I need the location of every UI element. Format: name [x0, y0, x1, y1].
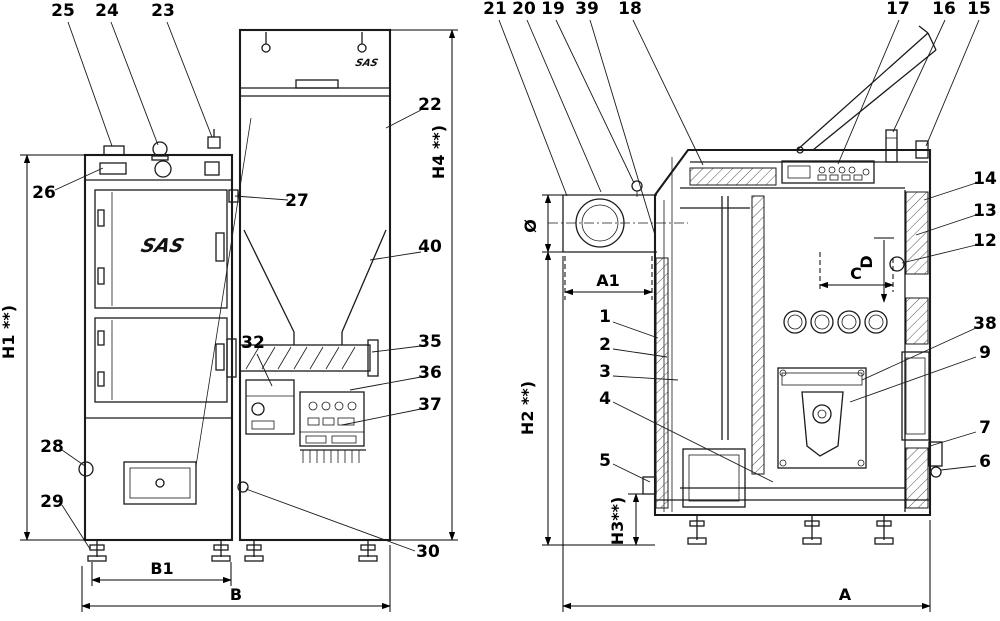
dimension-lines	[20, 29, 931, 612]
dim-label-a1: A1	[596, 271, 620, 290]
auger-assembly	[226, 338, 379, 378]
callout-2: 2	[599, 335, 611, 355]
callout-35: 35	[418, 332, 442, 352]
callout-9: 9	[979, 343, 991, 363]
callout-5: 5	[599, 451, 611, 471]
callout-1: 1	[599, 307, 611, 327]
callout-23: 23	[151, 1, 175, 21]
callout-40: 40	[418, 237, 442, 257]
dimension-labels: H1 **) H4 **) B1 B Ø H2 **) H3**) A1 C D…	[0, 125, 876, 604]
dim-label-h1: H1 **)	[0, 305, 18, 359]
side-casing	[653, 148, 932, 517]
callout-36: 36	[418, 363, 442, 383]
brand-logo-hopper: SAS	[354, 58, 379, 69]
callout-15: 15	[967, 0, 991, 19]
dim-label-b: B	[230, 585, 242, 604]
callout-29: 29	[40, 492, 64, 512]
feeder-tower	[237, 28, 392, 542]
callout-39: 39	[575, 0, 599, 19]
dim-label-h3: H3**)	[608, 497, 627, 546]
callout-27: 27	[285, 191, 309, 211]
callout-7: 7	[979, 418, 991, 438]
front-feet	[87, 540, 378, 562]
callout-25: 25	[51, 1, 75, 21]
boiler-body	[83, 117, 252, 542]
callout-19: 19	[541, 0, 565, 19]
callout-28: 28	[40, 437, 64, 457]
leader-lines	[54, 19, 980, 552]
open-lid	[796, 25, 937, 154]
callout-21: 21	[483, 0, 507, 19]
callout-32: 32	[241, 333, 265, 353]
water-jacket-right	[901, 190, 943, 512]
ash-door	[682, 448, 746, 508]
callout-22: 22	[418, 95, 442, 115]
dim-label-h2: H2 **)	[518, 381, 537, 435]
dim-label-d: D	[857, 255, 876, 268]
callout-14: 14	[973, 169, 997, 189]
dim-label-a: A	[839, 585, 852, 604]
dim-label-diameter: Ø	[521, 219, 540, 233]
callout-16: 16	[932, 0, 956, 19]
callout-24: 24	[95, 1, 119, 21]
brand-logo-door: SAS	[139, 234, 187, 257]
feeder-control-box	[299, 391, 366, 463]
callout-37: 37	[418, 395, 442, 415]
side-bottom	[642, 476, 930, 545]
callout-6: 6	[979, 452, 991, 472]
callout-26: 26	[32, 183, 56, 203]
callout-3: 3	[599, 362, 611, 382]
dim-label-b1: B1	[150, 559, 173, 578]
callout-4: 4	[599, 389, 611, 409]
callout-20: 20	[512, 0, 536, 19]
side-control-panel	[689, 129, 929, 186]
dim-label-h4: H4 **)	[429, 125, 448, 179]
feeder-motor	[245, 379, 295, 435]
callout-numbers: 25 24 23 21 20 19 39 18 17 16 15 22 26 2…	[32, 0, 997, 562]
side-section-view	[548, 25, 943, 545]
callout-12: 12	[973, 231, 997, 251]
callout-30: 30	[416, 542, 440, 562]
dim-label-c: C	[850, 264, 862, 283]
callout-18: 18	[618, 0, 642, 19]
flue-outlet	[548, 180, 688, 253]
callout-38: 38	[973, 314, 997, 334]
callout-13: 13	[973, 201, 997, 221]
heat-exchanger	[680, 195, 905, 475]
callout-17: 17	[886, 0, 910, 19]
hopper-funnel	[243, 229, 387, 345]
front-view: SAS SAS	[78, 28, 392, 562]
burner-assembly	[777, 367, 867, 469]
